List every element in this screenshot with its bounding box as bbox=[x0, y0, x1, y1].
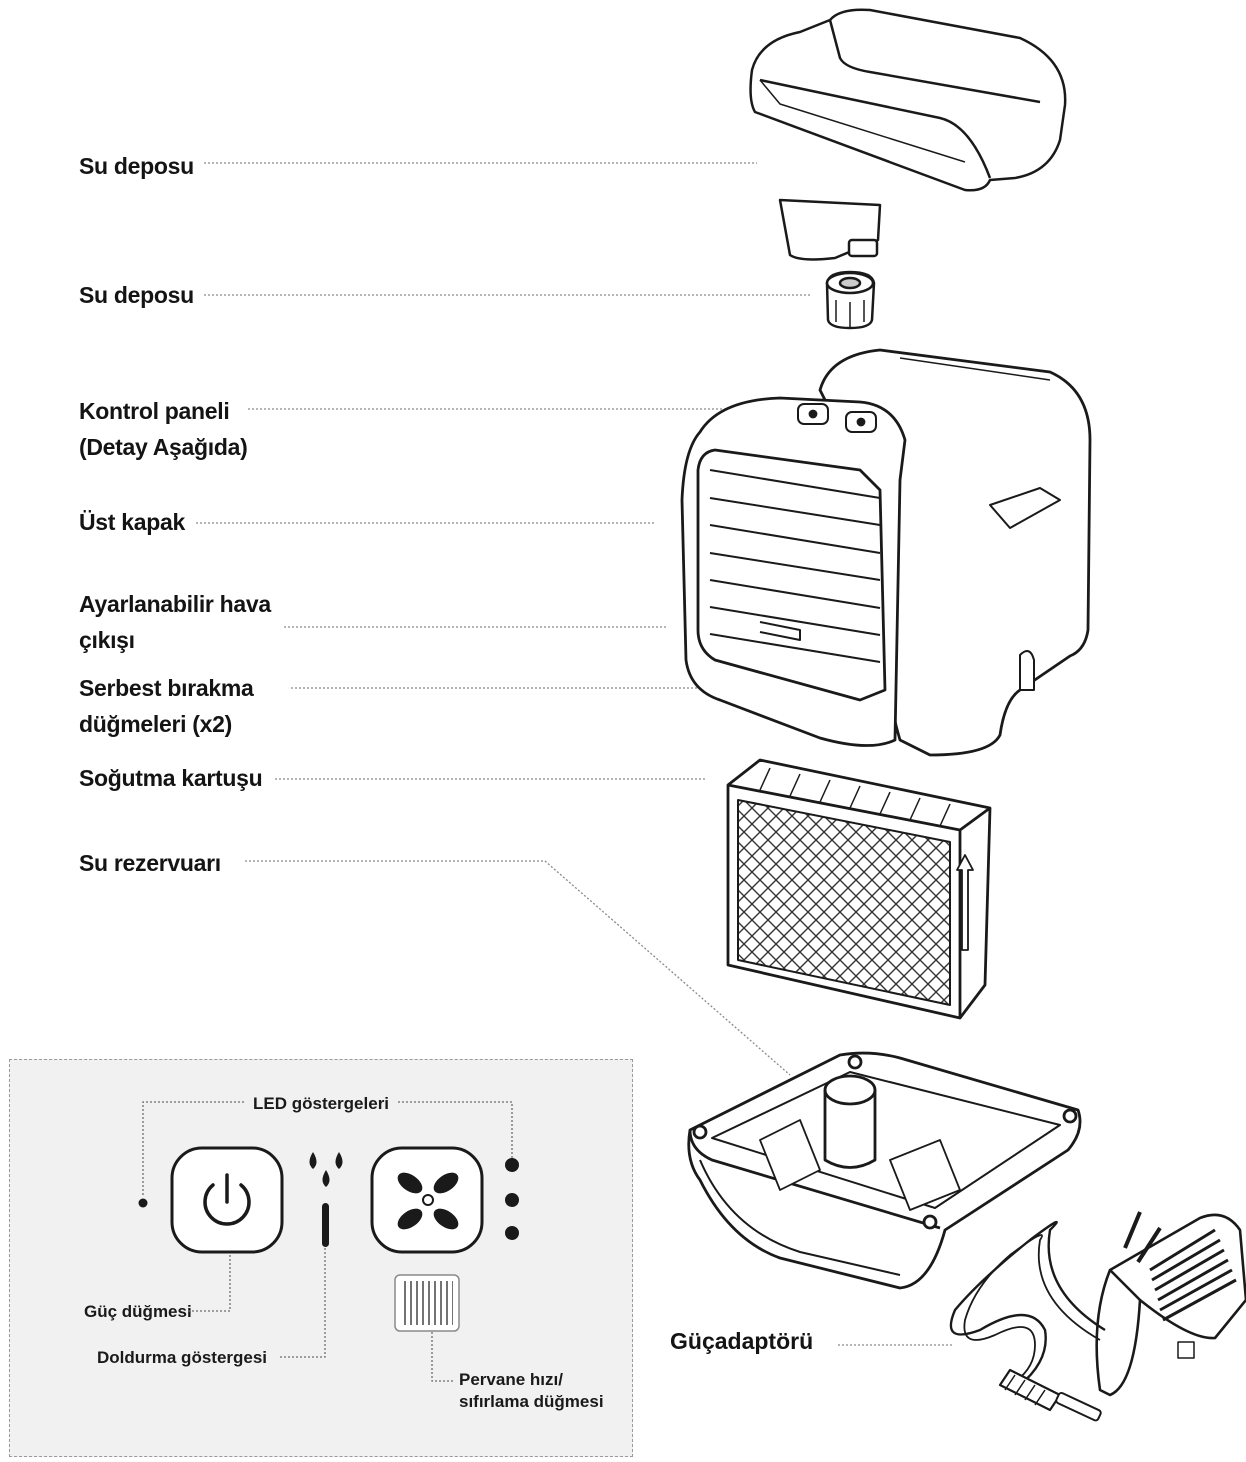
label-fill-indicator: Doldurma göstergesi bbox=[97, 1348, 268, 1367]
label-fan-line2: sıfırlama düğmesi bbox=[459, 1392, 604, 1411]
label-top-cover: Üst kapak bbox=[79, 509, 185, 535]
control-panel-graphics bbox=[138, 1101, 519, 1382]
label-control-panel-line2: (Detay Aşağıda) bbox=[79, 434, 248, 460]
led-dot-speed-3 bbox=[505, 1226, 519, 1240]
label-fan-speed-reset: Pervane hızı/ sıfırlama düğmesi bbox=[459, 1369, 604, 1413]
water-reservoir-illustration bbox=[687, 1051, 1082, 1290]
leader-reservoir bbox=[245, 860, 791, 1076]
label-release-line1: Serbest bırakma bbox=[79, 675, 254, 701]
label-power-button: Güç düğmesi bbox=[84, 1302, 192, 1321]
label-water-tank: Su deposu bbox=[79, 153, 194, 179]
label-power-adapter: Güçadaptörü bbox=[670, 1328, 814, 1354]
water-drops-icon bbox=[309, 1152, 343, 1187]
cooling-cartridge-illustration bbox=[726, 758, 992, 1020]
label-control-panel: Kontrol paneli (Detay Aşağıda) bbox=[79, 393, 248, 465]
fill-indicator-bar bbox=[322, 1203, 329, 1247]
label-release-buttons: Serbest bırakma düğmeleri (x2) bbox=[79, 670, 254, 742]
label-release-line2: düğmeleri (x2) bbox=[79, 711, 233, 737]
led-dot-speed-2 bbox=[505, 1193, 519, 1207]
label-air-outlet: Ayarlanabilir hava çıkışı bbox=[79, 586, 271, 658]
power-button[interactable] bbox=[170, 1146, 284, 1254]
led-dot-speed-1 bbox=[505, 1158, 519, 1172]
label-air-outlet-line2: çıkışı bbox=[79, 627, 135, 653]
filter-card-icon bbox=[394, 1274, 460, 1332]
led-dot-power bbox=[138, 1198, 148, 1208]
label-led-indicators: LED göstergeleri bbox=[253, 1094, 390, 1113]
top-cover-illustration bbox=[680, 348, 1092, 757]
fan-speed-button[interactable] bbox=[370, 1146, 484, 1254]
power-adapter-illustration bbox=[949, 1211, 1246, 1422]
label-water-reservoir: Su rezervuarı bbox=[79, 850, 221, 876]
water-tank-illustration bbox=[749, 8, 1067, 261]
water-tank-cap-illustration bbox=[825, 270, 876, 330]
power-icon bbox=[203, 1173, 251, 1226]
control-panel-detail bbox=[9, 1059, 633, 1457]
fan-icon bbox=[397, 1172, 459, 1230]
label-water-tank-cap: Su deposu bbox=[79, 282, 194, 308]
label-cooling-cartridge: Soğutma kartuşu bbox=[79, 765, 263, 791]
label-fan-line1: Pervane hızı/ bbox=[459, 1370, 563, 1389]
label-control-panel-line1: Kontrol paneli bbox=[79, 398, 230, 424]
label-air-outlet-line1: Ayarlanabilir hava bbox=[79, 591, 271, 617]
